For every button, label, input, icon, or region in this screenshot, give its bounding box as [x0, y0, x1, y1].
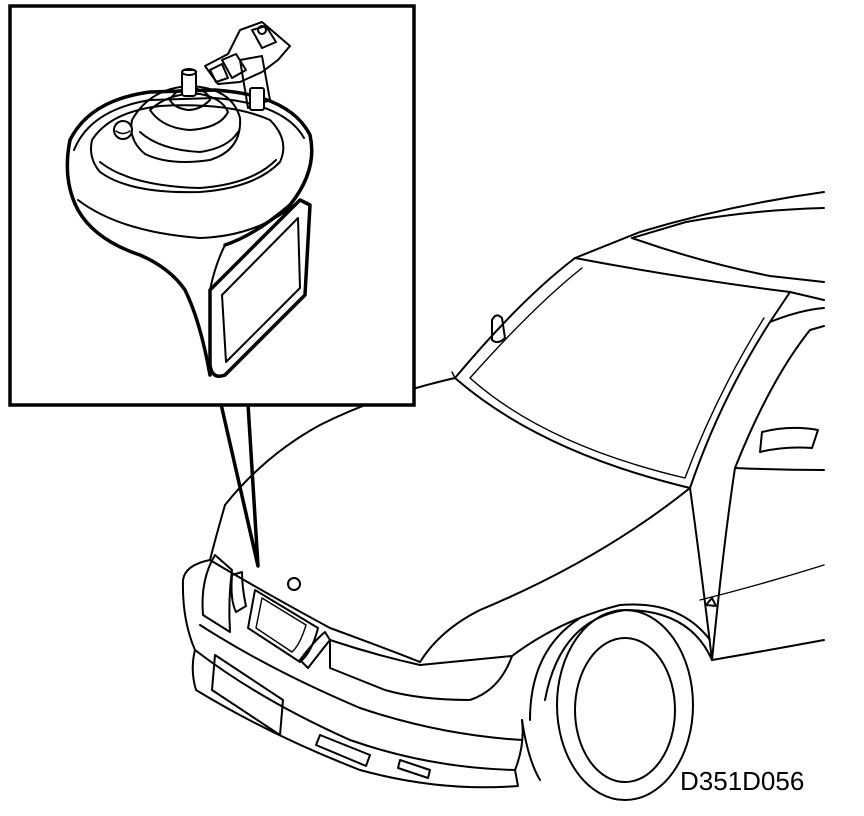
figure-reference-code: D351D056 — [680, 766, 804, 796]
callout-pointer — [219, 402, 260, 568]
horn-detail-inset — [8, 4, 416, 407]
car-outline — [181, 191, 825, 801]
